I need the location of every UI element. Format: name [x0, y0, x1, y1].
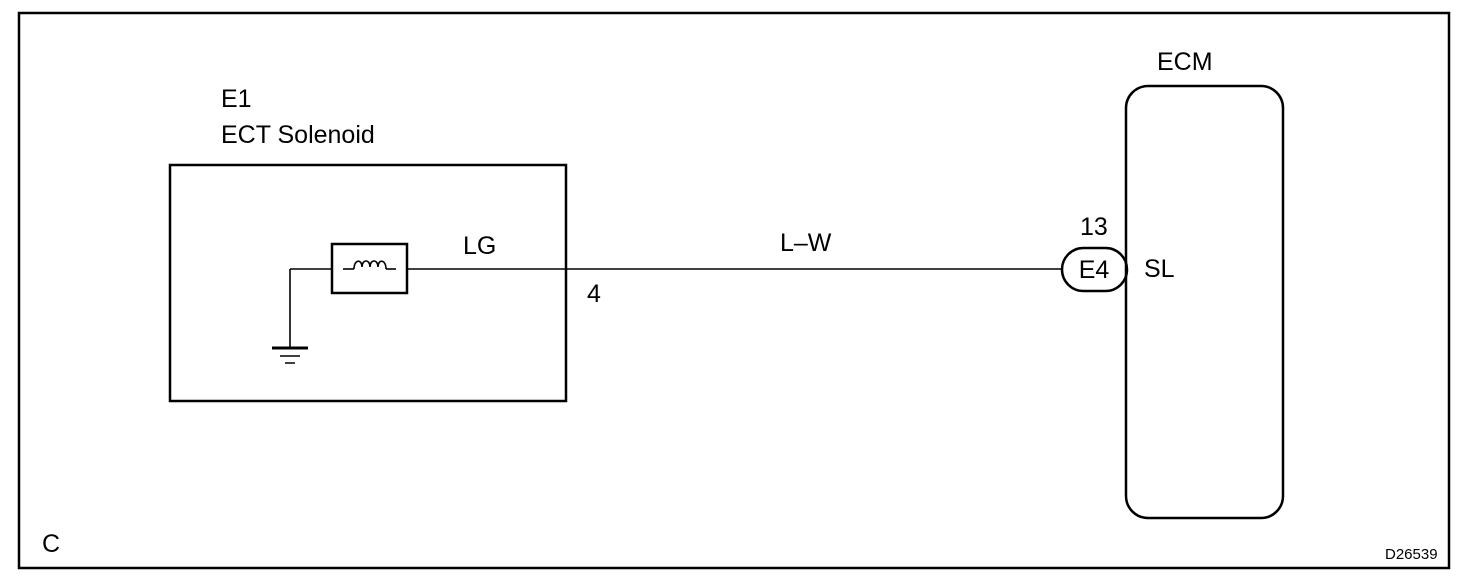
ecm-box: [1124, 84, 1285, 520]
connector-code-label: E4: [1079, 256, 1110, 284]
wire-color-label-lg: LG: [463, 232, 496, 260]
figure-id: D26539: [1385, 546, 1438, 563]
solenoid-box: [168, 163, 568, 403]
ground-icon: [272, 346, 308, 364]
component-name-label: ECT Solenoid: [221, 121, 375, 149]
terminal-label: SL: [1144, 255, 1175, 283]
ecm-label: ECM: [1157, 48, 1213, 76]
wire-color-label-lw: L–W: [780, 229, 832, 257]
corner-mark: C: [42, 530, 60, 558]
connector-pin-label: 13: [1080, 213, 1108, 241]
component-code-label: E1: [221, 85, 252, 113]
component-pin-label: 4: [587, 280, 601, 308]
coil-icon: [343, 260, 396, 270]
diagram-frame: [17, 11, 1451, 570]
